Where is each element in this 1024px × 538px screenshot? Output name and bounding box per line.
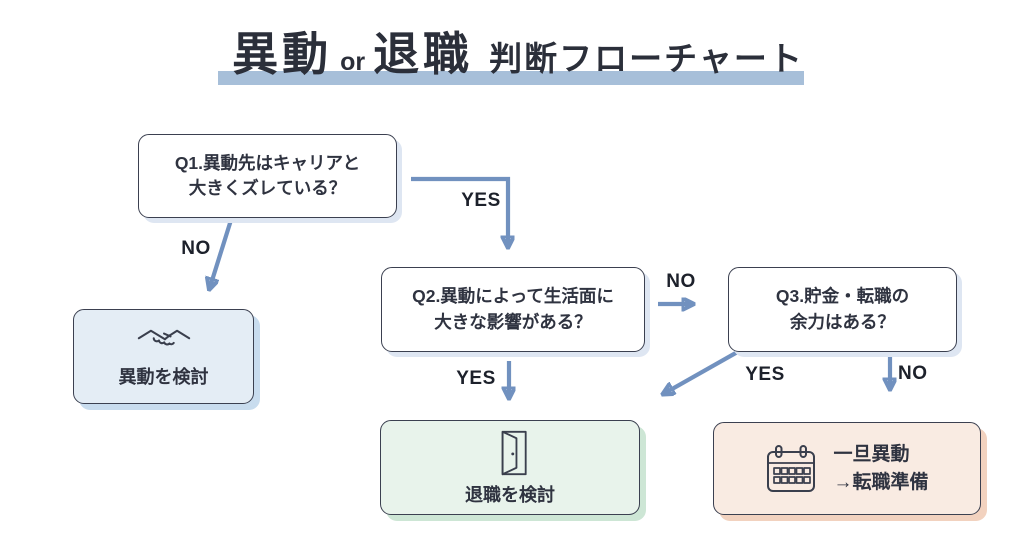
question-node-q1: Q1.異動先はキャリアと 大きくズレている？ <box>138 134 397 218</box>
outcome-node-prepare: 一旦異動 →転職準備 <box>713 422 981 515</box>
arrow-q1-yes <box>411 176 508 245</box>
edge-label-q3-yes: YES <box>745 364 785 385</box>
edge-label-q3-no: NO <box>898 363 928 384</box>
handshake-icon <box>136 325 192 359</box>
edge-label-q2-yes: YES <box>456 368 496 389</box>
question-node-q3: Q3.貯金・転職の 余力はある？ <box>728 267 957 352</box>
edge-label-q1-yes: YES <box>461 190 501 211</box>
edge-label-q2-no: NO <box>666 271 696 292</box>
calendar-icon <box>765 443 817 495</box>
q1-line1: Q1.異動先はキャリアと <box>174 152 361 173</box>
edge-label-q1-no: NO <box>181 238 211 259</box>
q1-line2: 大きくズレている？ <box>188 178 347 198</box>
title-word-transfer: 異動 <box>232 28 333 80</box>
outcome-node-resign: 退職を検討 <box>380 420 640 515</box>
outcome-resign-label: 退職を検討 <box>465 484 555 505</box>
outcome-prepare-line2: →転職準備 <box>833 471 929 493</box>
title-underline <box>218 71 804 85</box>
q3-line1: Q3.貯金・転職の <box>775 286 910 307</box>
q3-line2: 余力はある？ <box>790 311 895 332</box>
outcome-transfer-label: 異動を検討 <box>118 366 209 387</box>
question-node-q2: Q2.異動によって生活面に 大きな影響がある？ <box>381 267 645 352</box>
q2-line2: 大きな影響がある？ <box>434 311 592 332</box>
title-suffix: 判断フローチャート <box>489 40 804 77</box>
title-word-resign: 退職 <box>373 28 474 80</box>
outcome-node-transfer: 異動を検討 <box>73 309 254 404</box>
outcome-prepare-line1: 一旦異動 <box>833 443 910 465</box>
page-title: 異動 or 退職 判断フローチャート <box>228 18 808 80</box>
title-conjunction: or <box>340 48 366 76</box>
door-icon <box>490 429 530 477</box>
outcome-prepare-label: 一旦異動 →転職準備 <box>833 441 928 496</box>
q2-line1: Q2.異動によって生活面に <box>412 286 614 307</box>
